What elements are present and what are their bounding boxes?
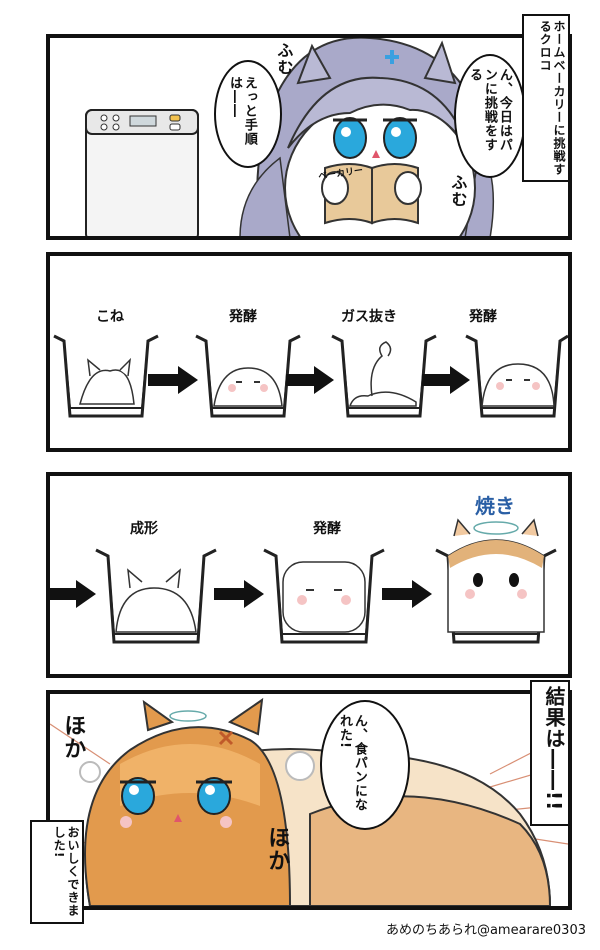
caption-panel-1: ホームベーカリーに挑戦するクロコ (522, 14, 570, 182)
speech-panel-4-text: ん、食パンになれた! (336, 714, 367, 812)
arrow-icon (148, 366, 198, 394)
sfx-fumu-top: ふむ (274, 42, 294, 76)
bread-pan-icon (465, 334, 568, 418)
sfx-hoka-left: ほか (60, 714, 86, 760)
step-degas: ガス抜き (341, 309, 397, 325)
bread-pan-icon (331, 334, 437, 418)
kuroko-character (239, 38, 495, 236)
bread-pan-icon (95, 548, 217, 644)
speech-bubble-panel-4: ん、食パンになれた! (320, 700, 410, 830)
sfx-fumu-bottom: ふむ (448, 174, 468, 208)
caption-panel-4-result: 結果は――!! (530, 680, 570, 826)
speech-right-text: ん、今日はパンに挑戦をする (466, 68, 512, 152)
arrow-icon (286, 366, 334, 394)
step-ferment-2: 発酵 (469, 309, 497, 325)
panel-4-art (50, 697, 568, 906)
arrow-icon (382, 580, 432, 608)
arrow-icon (50, 580, 96, 608)
step-bake: 焼き (475, 494, 515, 518)
panel-2-art (53, 334, 568, 418)
sfx-hoka-right: ほか (264, 826, 290, 872)
panel-4: ん、食パンになれた! ほか ほか (46, 690, 572, 910)
panel-3: 成形 発酵 焼き (46, 472, 572, 678)
panel-1: ベーカリー えっと手順は―― ん、今日はパンに挑戦をする ふむ ふむ (46, 34, 572, 240)
caption-panel-4-tasty: おいしくできました! (30, 820, 84, 924)
panel-3-art (50, 518, 557, 644)
arrow-icon (422, 366, 470, 394)
arrow-icon (214, 580, 264, 608)
speech-bubble-right: ん、今日はパンに挑戦をする (454, 54, 526, 178)
kuroko-bread-character (84, 697, 292, 906)
speech-left-text: えっと手順は―― (226, 76, 257, 146)
bread-pan-icon (263, 548, 385, 644)
panel-2: こね 発酵 ガス抜き 発酵 (46, 252, 572, 452)
step-ferment-3: 発酵 (313, 521, 341, 537)
bread-pan-icon (435, 518, 557, 644)
bread-machine-icon (85, 109, 199, 236)
step-knead: こね (96, 309, 124, 325)
bread-pan-icon (53, 334, 159, 418)
author-credit: あめのちあられ@amearare0303 (385, 923, 586, 938)
step-shape: 成形 (130, 521, 158, 537)
bread-pan-icon (195, 334, 301, 418)
panel-1-art (85, 38, 495, 236)
step-ferment-1: 発酵 (229, 309, 257, 325)
speech-bubble-left: えっと手順は―― (214, 60, 282, 168)
